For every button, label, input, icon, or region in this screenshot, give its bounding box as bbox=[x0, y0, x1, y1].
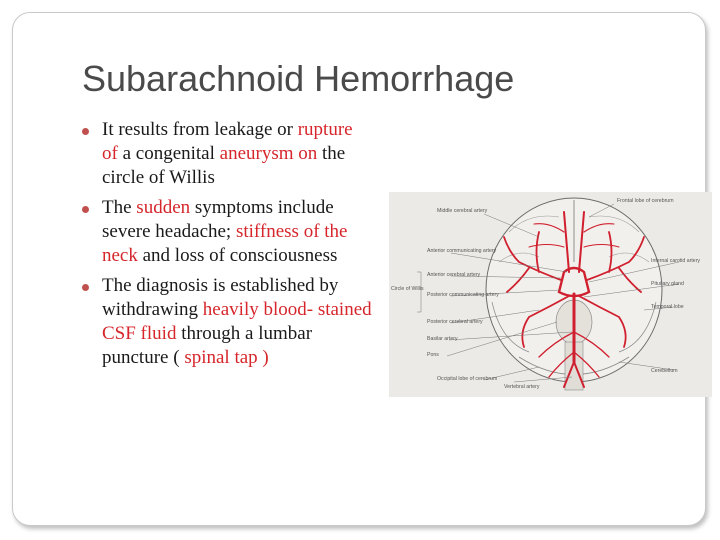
label-frontal-lobe: Frontal lobe of cerebrum bbox=[617, 198, 674, 204]
leader-lines bbox=[417, 203, 680, 383]
middle-cerebral-right bbox=[586, 231, 645, 293]
label-temporal-lobe: Temporal lobe bbox=[651, 304, 684, 310]
label-pons: Pons bbox=[427, 352, 439, 358]
bullet-text: through a lumbar puncture ( bbox=[102, 323, 313, 368]
highlight-text: spinal tap ) bbox=[184, 347, 269, 368]
bullet-item: The sudden symptoms include severe heada… bbox=[82, 196, 372, 268]
bullet-text: and loss of consciousness bbox=[142, 245, 338, 266]
bullet-text: the circle of Willis bbox=[102, 143, 346, 188]
brain-arteries-figure: Middle cerebral artery Anterior communic… bbox=[389, 192, 712, 397]
brain-diagram: Middle cerebral artery Anterior communic… bbox=[391, 197, 700, 391]
left-labels: Middle cerebral artery Anterior communic… bbox=[391, 208, 499, 382]
arteries bbox=[503, 211, 645, 388]
bullet-item: The diagnosis is established by withdraw… bbox=[82, 274, 372, 370]
label-internal-carotid: Internal carotid artery bbox=[651, 258, 700, 264]
frontal-gyri bbox=[498, 215, 650, 263]
label-middle-cerebral: Middle cerebral artery bbox=[437, 208, 488, 214]
highlight-text: stiffness of the neck bbox=[102, 221, 348, 266]
temporal-lobe-left bbox=[491, 301, 530, 353]
bullet-dot-icon bbox=[82, 128, 89, 135]
label-basilar: Basilar artery bbox=[427, 336, 458, 342]
posterior-cerebral-left bbox=[521, 295, 570, 348]
right-labels: Frontal lobe of cerebrum Internal caroti… bbox=[504, 198, 700, 390]
highlight-text: sudden bbox=[136, 197, 195, 218]
highlight-text: rupture of bbox=[102, 119, 353, 164]
bullet-text: It results from leakage or bbox=[102, 119, 298, 140]
bullet-item: It results from leakage or rupture of a … bbox=[82, 118, 372, 190]
bullet-text: symptoms include severe headache; bbox=[102, 197, 334, 242]
circle-of-willis bbox=[557, 266, 591, 298]
bullet-dot-icon bbox=[82, 284, 89, 291]
highlight-text: aneurysm on bbox=[219, 143, 323, 164]
label-posterior-cerebral: Posterior cerebral artery bbox=[427, 319, 483, 325]
label-posterior-communicating: Posterior communicating artery bbox=[427, 292, 499, 298]
label-circle-of-willis: Circle of Willis bbox=[391, 286, 424, 292]
middle-cerebral-left bbox=[503, 231, 562, 293]
anterior-cerebral-arteries bbox=[563, 211, 585, 273]
bullet-text: a congenital bbox=[122, 143, 220, 164]
posterior-cerebral-right bbox=[578, 295, 627, 348]
label-vertebral: Vertebral artery bbox=[504, 384, 540, 390]
bullet-dot-icon bbox=[82, 206, 89, 213]
label-anterior-cerebral: Anterior cerebral artery bbox=[427, 272, 480, 278]
vertebral-arteries bbox=[563, 361, 585, 388]
highlight-text: heavily blood- stained CSF fluid bbox=[102, 299, 372, 344]
label-cerebellum: Cerebellum bbox=[651, 368, 678, 374]
bullet-list: It results from leakage or rupture of a … bbox=[82, 118, 372, 376]
slide-title: Subarachnoid Hemorrhage bbox=[82, 58, 515, 99]
bullet-text: The diagnosis is established by withdraw… bbox=[102, 275, 339, 320]
bullet-text: The bbox=[102, 197, 137, 218]
label-anterior-communicating: Anterior communicating artery bbox=[427, 248, 497, 254]
label-pituitary: Pituitary gland bbox=[651, 281, 684, 287]
label-occipital: Occipital lobe of cerebrum bbox=[437, 376, 497, 382]
frontal-branches bbox=[528, 223, 620, 248]
cerebellar-branches bbox=[538, 331, 610, 378]
